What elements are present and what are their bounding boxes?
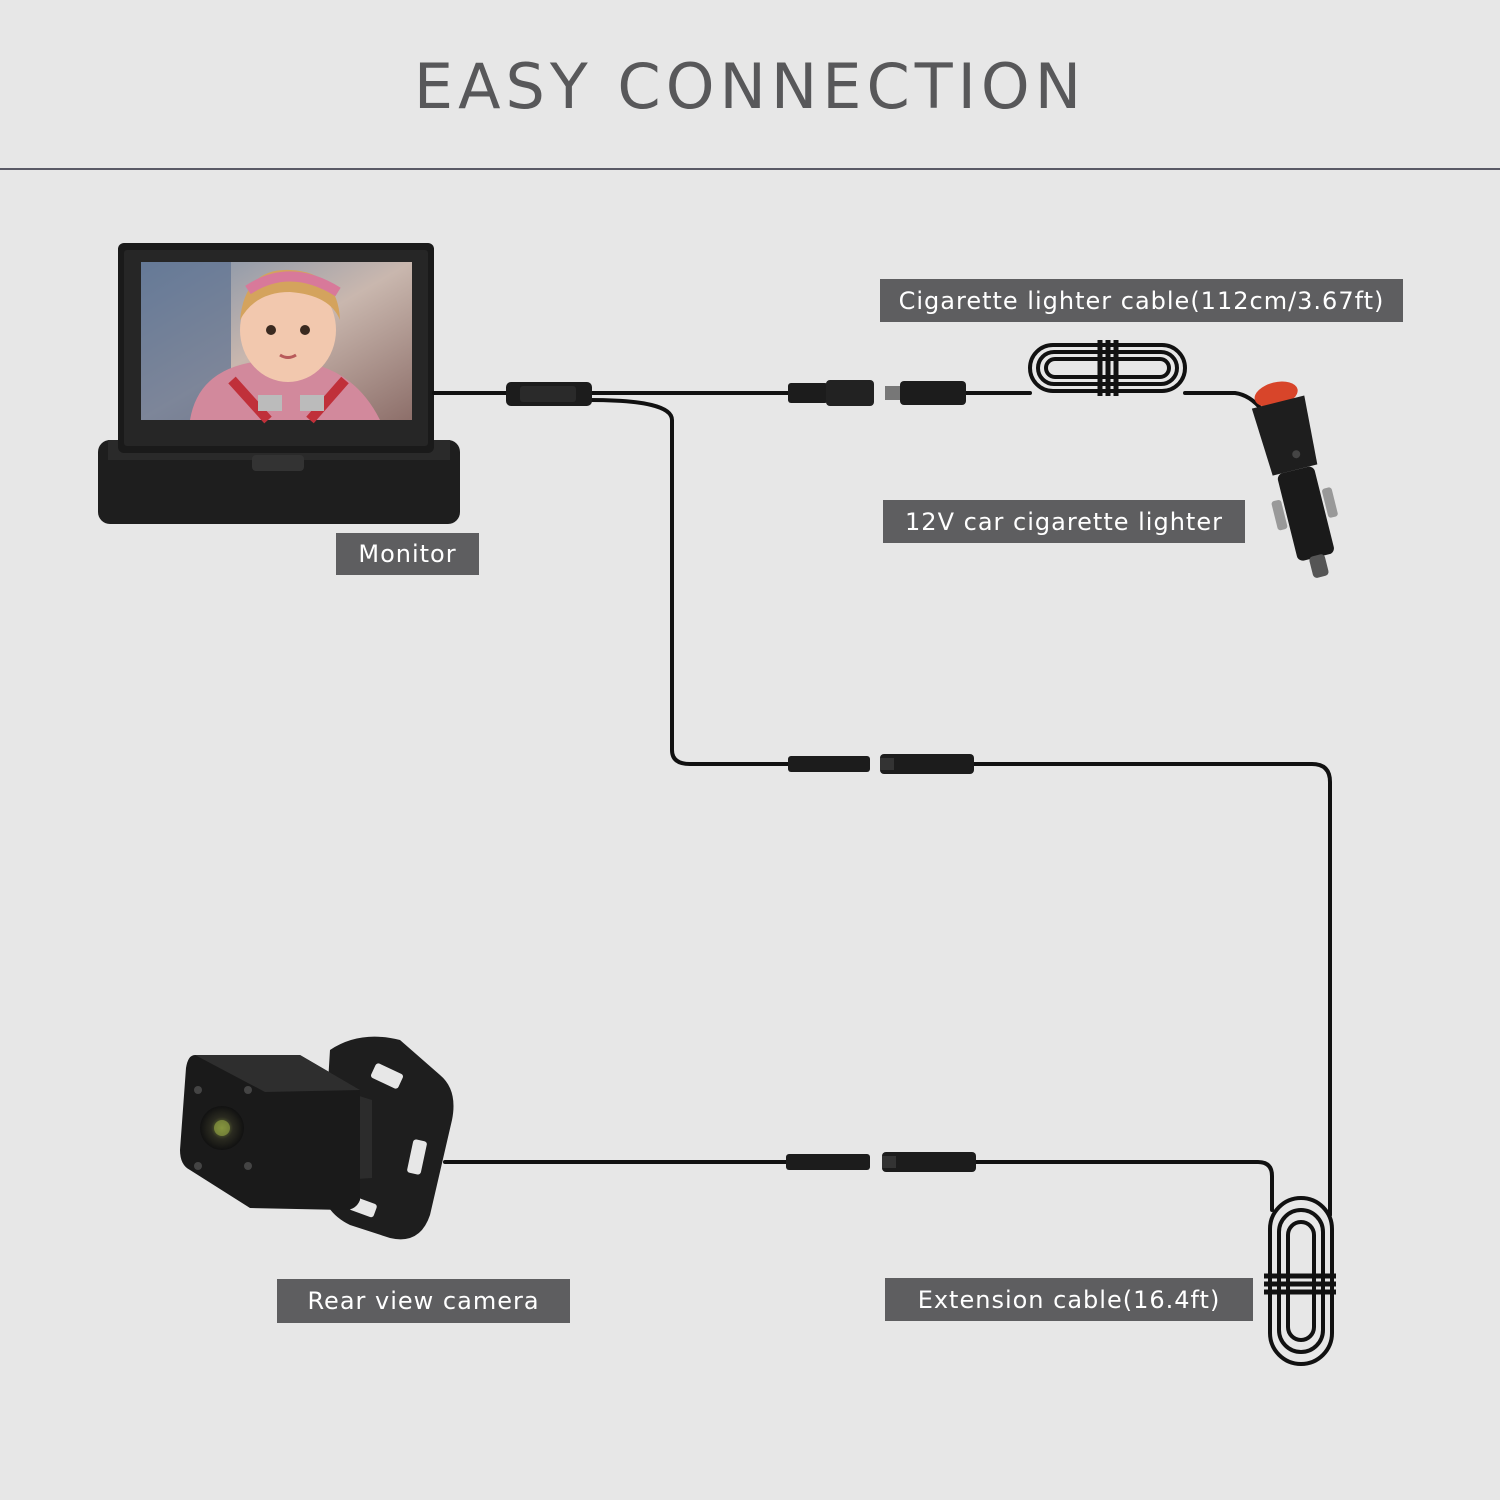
video-connector-female-bottom (786, 1154, 870, 1170)
power-connector-male (885, 381, 966, 405)
extension-cable-bottom (968, 1160, 1274, 1212)
lighter-cable-right (1183, 391, 1264, 412)
header-divider (0, 168, 1500, 170)
monitor-label: Monitor (336, 533, 479, 575)
rear-camera-label: Rear view camera (277, 1279, 570, 1323)
extension-cable-right (968, 762, 1332, 1217)
extension-cable-label: Extension cable(16.4ft) (885, 1278, 1253, 1321)
video-connector-male-bottom (882, 1152, 976, 1172)
page-title: EASY CONNECTION (413, 50, 1087, 123)
coiled-lighter-cable (1028, 340, 1187, 396)
baby-image (141, 262, 380, 424)
car-lighter-label: 12V car cigarette lighter (883, 500, 1245, 543)
video-cable-segment (588, 398, 792, 766)
cigarette-lighter-plug (1251, 381, 1338, 578)
video-connector-male-top (880, 754, 974, 774)
cigarette-cable-label: Cigarette lighter cable(112cm/3.67ft) (880, 279, 1403, 322)
power-connector-female (788, 380, 874, 406)
coiled-extension-cable (1264, 1196, 1336, 1366)
rear-view-camera (180, 1036, 454, 1240)
cable-splitter (506, 382, 592, 406)
cables (432, 391, 1332, 1217)
monitor-device (98, 243, 460, 524)
video-connector-female-top (788, 756, 870, 772)
